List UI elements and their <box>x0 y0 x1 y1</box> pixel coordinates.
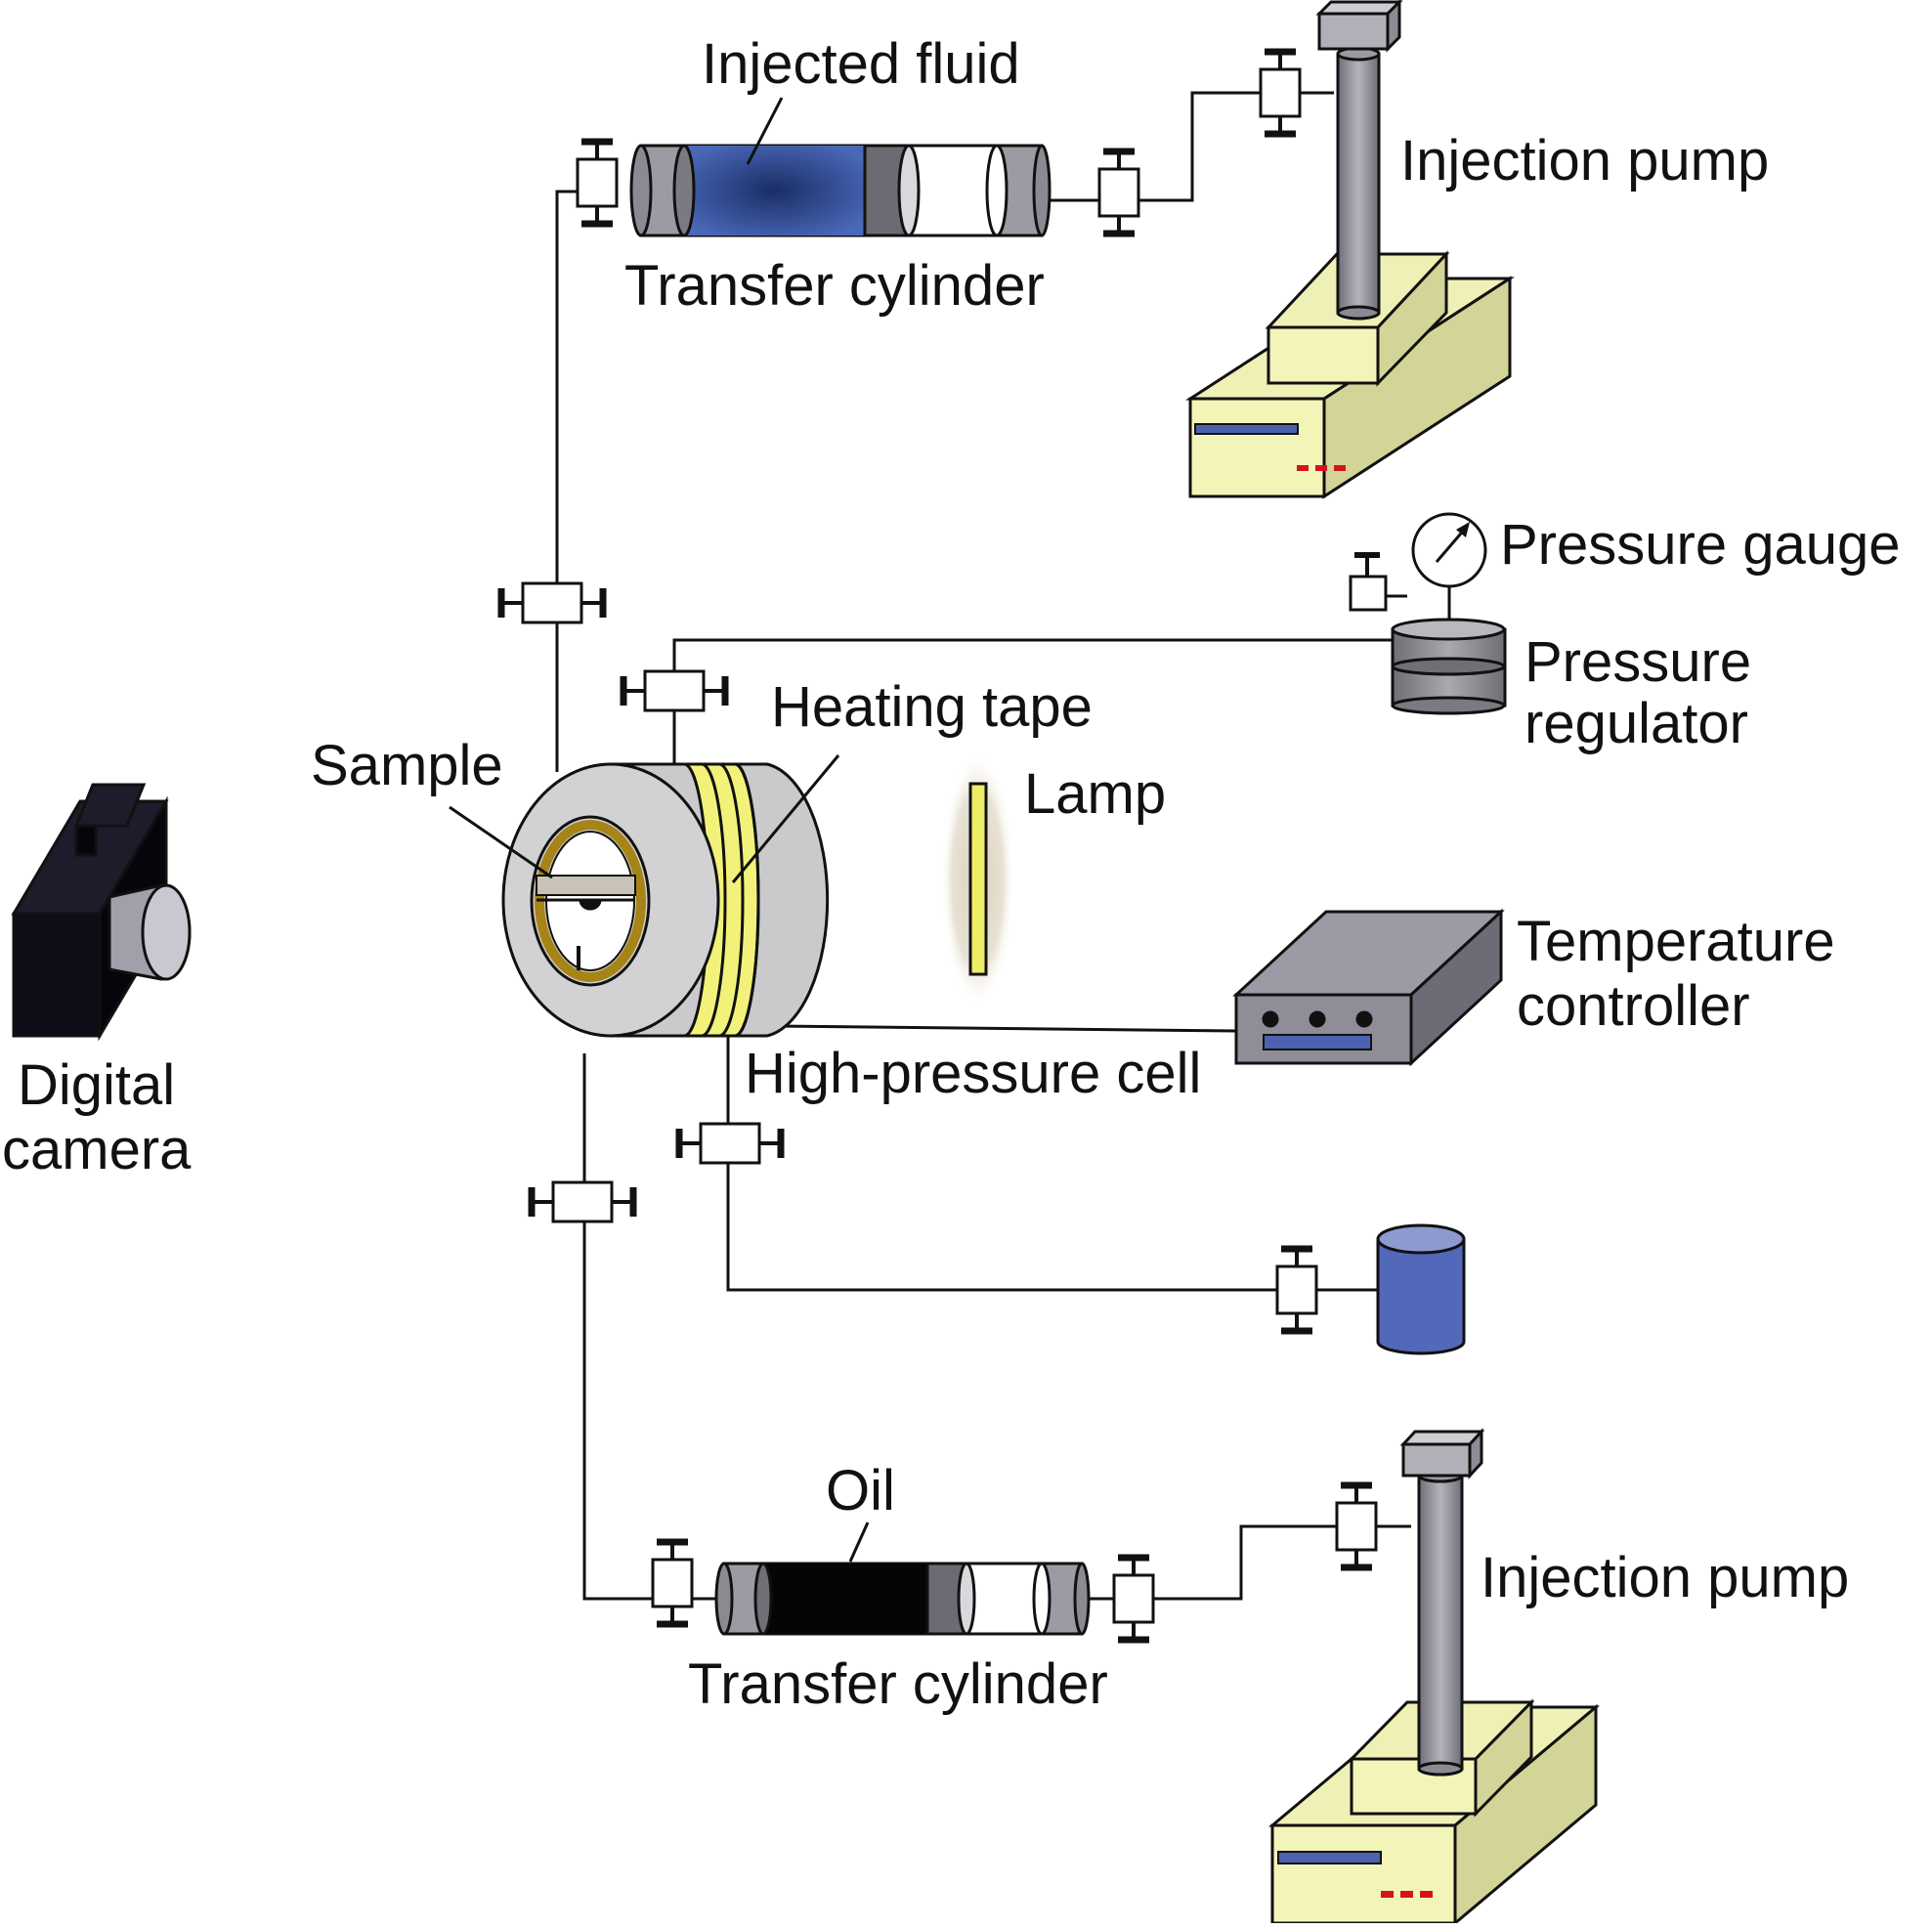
pressure-regulator <box>1391 618 1507 715</box>
pump-bottom-display <box>1277 1851 1382 1864</box>
sample-leader <box>449 805 553 879</box>
digital-camera <box>11 783 192 1042</box>
label-oil: Oil <box>826 1459 895 1522</box>
high-pressure-cell <box>449 754 840 1038</box>
label-high-pressure-cell: High-pressure cell <box>745 1042 1201 1105</box>
pump-bottom-indicators <box>1381 1891 1433 1898</box>
label-injection-pump-bottom: Injection pump <box>1481 1546 1849 1609</box>
label-pressure-gauge: Pressure gauge <box>1500 513 1900 577</box>
collection-container <box>1376 1223 1466 1355</box>
valve-top-cylinder-outlet[interactable] <box>1099 151 1138 234</box>
sample-strip <box>536 875 636 896</box>
valve-bottom-cylinder-outlet[interactable] <box>1114 1558 1153 1640</box>
label-transfer-cylinder-bottom: Transfer cylinder <box>688 1652 1108 1716</box>
injected-fluid-leader <box>746 97 784 165</box>
label-digital-camera-line2: camera <box>2 1118 192 1181</box>
valve-top-riser[interactable] <box>501 583 603 622</box>
lamp <box>941 752 1014 1007</box>
labels: Injected fluid Transfer cylinder Injecti… <box>2 32 1900 1716</box>
pressure-gauge <box>1411 512 1487 621</box>
valve-bottom-cylinder-inlet[interactable] <box>653 1542 692 1624</box>
label-temperature-controller-line2: controller <box>1517 974 1750 1038</box>
oil-leader <box>848 1521 870 1563</box>
label-heating-tape: Heating tape <box>771 675 1093 739</box>
valve-bottom-pump[interactable] <box>1337 1485 1376 1567</box>
transfer-cylinder-bottom <box>714 1521 1091 1636</box>
valve-bottom-riser[interactable] <box>532 1182 633 1221</box>
valve-gauge[interactable] <box>1349 552 1407 612</box>
injection-pump-bottom <box>1267 1428 1601 1927</box>
label-injected-fluid: Injected fluid <box>702 32 1020 96</box>
heating-tape-leader <box>731 754 840 883</box>
heating-tape <box>683 762 760 1038</box>
label-sample: Sample <box>311 734 503 797</box>
label-temperature-controller-line1: Temperature <box>1517 910 1835 973</box>
label-pressure-regulator-line2: regulator <box>1524 692 1748 755</box>
valve-regulator-line[interactable] <box>623 671 725 710</box>
label-transfer-cylinder-top: Transfer cylinder <box>624 254 1045 318</box>
valve-outlet-line[interactable] <box>679 1124 781 1163</box>
controller-display <box>1263 1034 1372 1050</box>
valve-top-cylinder-inlet[interactable] <box>578 142 617 224</box>
valves <box>501 52 1407 1640</box>
transfer-cylinder-top <box>629 97 1052 237</box>
label-pressure-regulator-line1: Pressure <box>1524 630 1751 694</box>
label-injection-pump-top: Injection pump <box>1400 129 1769 193</box>
temperature-controller <box>1232 908 1505 1067</box>
pump-top-indicators <box>1297 465 1346 471</box>
valve-waste[interactable] <box>1277 1249 1316 1331</box>
label-digital-camera-line1: Digital <box>18 1053 175 1117</box>
label-lamp: Lamp <box>1024 762 1166 826</box>
injection-pump-top <box>1184 0 1516 499</box>
pump-top-display <box>1194 423 1299 435</box>
valve-top-pump[interactable] <box>1261 52 1300 134</box>
